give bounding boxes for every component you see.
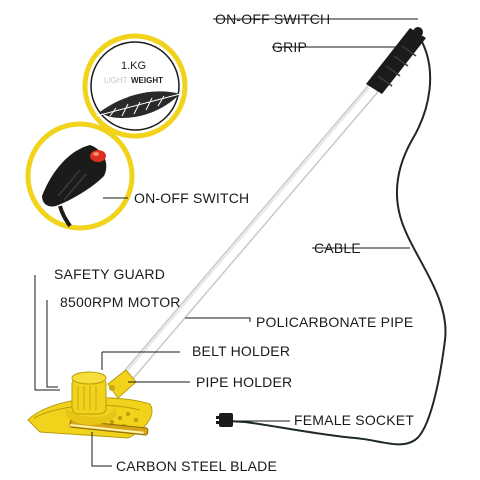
label-grip: GRIP	[272, 39, 308, 55]
label-belt-holder: BELT HOLDER	[192, 343, 291, 359]
label-safety-guard: SAFETY GUARD	[54, 266, 166, 282]
label-on-off-switch-top: ON-OFF SWITCH	[215, 11, 331, 27]
female-socket	[216, 413, 233, 427]
feather-icon	[95, 91, 181, 118]
badge-weight: 1.KG	[121, 60, 147, 72]
switch-inset	[25, 121, 135, 231]
label-blade: CARBON STEEL BLADE	[116, 458, 278, 474]
badge-weight-word: WEIGHT	[131, 76, 163, 85]
trimmer-head	[27, 369, 153, 439]
label-cable: CABLE	[314, 240, 361, 256]
grip	[366, 27, 426, 94]
badge-light: LIGHT	[104, 76, 128, 85]
policarbonate-pipe	[113, 83, 379, 392]
label-pipe-holder: PIPE HOLDER	[196, 374, 293, 390]
lightweight-badge	[82, 33, 188, 139]
label-female-socket: FEMALE SOCKET	[294, 412, 415, 428]
leader-lines	[34, 18, 418, 467]
label-pipe: POLICARBONATE PIPE	[256, 314, 414, 330]
label-motor: 8500RPM MOTOR	[60, 294, 181, 310]
label-on-off-switch-inset: ON-OFF SWITCH	[134, 190, 250, 206]
cable	[227, 37, 447, 446]
